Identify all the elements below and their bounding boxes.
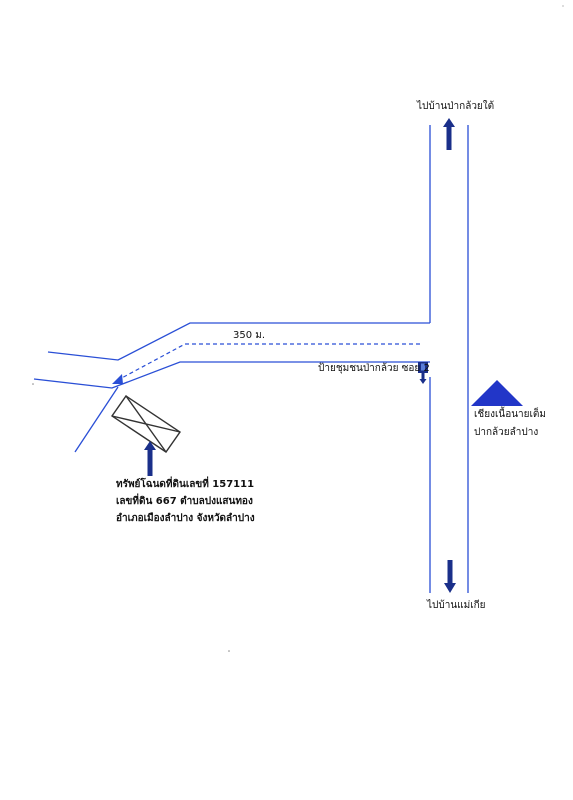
property-label-line1: ทรัพย์โฉนดที่ดินเลขที่ 157111 (116, 479, 255, 490)
arrow-up-icon (144, 441, 156, 476)
north-destination-label: ไปบ้านป่ากล้วยใต้ (417, 101, 495, 112)
triangle-icon (471, 380, 523, 406)
property-label-line2: เลขที่ดิน 667 ตำบลปงแสนทอง (116, 496, 253, 507)
side-road (33, 322, 430, 453)
landmark-label-line1: เชียงเนื้อนายเต็ม (474, 409, 547, 420)
property-label-line3: อำเภอเมืองลำปาง จังหวัดลำปาง (116, 513, 255, 524)
sign-label: ป้ายชุมชนป่ากล้วย ซอย 2 (318, 363, 430, 374)
property-parcel (111, 395, 181, 453)
landmark-label-line2: ปากล้วยลำปาง (474, 427, 539, 438)
route-dashed-arrow (112, 343, 420, 384)
distance-label: 350 ม. (233, 330, 266, 341)
main-road (429, 125, 469, 593)
south-destination-label: ไปบ้านแม่เกีย (427, 600, 486, 611)
arrow-down-icon (444, 560, 456, 593)
arrow-up-icon (443, 118, 455, 150)
signpost-icon (418, 362, 428, 384)
scan-specks (32, 5, 564, 652)
